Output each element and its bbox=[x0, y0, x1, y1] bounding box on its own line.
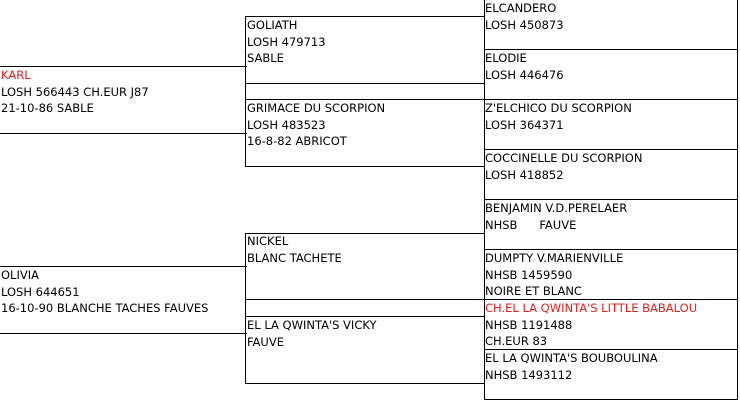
ggp-5-name: BENJAMIN V.D.PERELAER bbox=[485, 201, 628, 215]
ggp-8-registration: NHSB 1493112 bbox=[485, 367, 573, 382]
ggp-box-3: Z'ELCHICO DU SCORPION LOSH 364371 bbox=[484, 100, 738, 150]
ggp-1-registration: LOSH 450873 bbox=[485, 17, 564, 32]
divider bbox=[0, 133, 247, 134]
ggp-3-registration: LOSH 364371 bbox=[485, 117, 564, 132]
ggp-4-name: COCCINELLE DU SCORPION bbox=[485, 151, 643, 165]
dam-birth-color: 16-10-90 BLANCHE TACHES FAUVES bbox=[1, 301, 209, 315]
dam-dam-color: FAUVE bbox=[247, 334, 284, 349]
ggp-7-registration: NHSB 1191488 bbox=[485, 317, 573, 332]
dam-name: OLIVIA bbox=[1, 268, 39, 282]
divider bbox=[245, 299, 485, 300]
divider bbox=[484, 399, 738, 400]
sire-dam-box: GRIMACE DU SCORPION LOSH 483523 16-8-82 … bbox=[246, 100, 485, 167]
divider bbox=[245, 383, 485, 384]
dam-sire-name: NICKEL bbox=[247, 234, 289, 248]
ggp-box-6: DUMPTY V.MARIENVILLE NHSB 1459590 NOIRE … bbox=[484, 250, 738, 300]
dam-sire-color: BLANC TACHETE bbox=[247, 250, 342, 265]
divider bbox=[245, 233, 485, 234]
dam-dam-box: EL LA QWINTA'S VICKY FAUVE bbox=[246, 317, 485, 384]
divider bbox=[484, 249, 738, 250]
sire-box: KARL LOSH 566443 CH.EUR J87 21-10-86 SAB… bbox=[0, 67, 246, 134]
sire-sire-registration: LOSH 479713 bbox=[247, 34, 326, 49]
divider bbox=[484, 0, 485, 400]
ggp-box-2: ELODIE LOSH 446476 bbox=[484, 50, 738, 100]
sire-dam-name: GRIMACE DU SCORPION bbox=[247, 101, 386, 115]
ggp-4-registration: LOSH 418852 bbox=[485, 167, 564, 182]
dam-dam-name: EL LA QWINTA'S VICKY bbox=[247, 318, 377, 332]
ggp-7-name: CH.EL LA QWINTA'S LITTLE BABALOU bbox=[485, 301, 698, 315]
divider bbox=[0, 266, 247, 267]
sire-name: KARL bbox=[1, 68, 31, 82]
divider bbox=[245, 83, 485, 84]
ggp-2-name: ELODIE bbox=[485, 51, 527, 65]
ggp-7-title: CH.EUR 83 bbox=[485, 334, 548, 348]
ggp-box-4: COCCINELLE DU SCORPION LOSH 418852 bbox=[484, 150, 738, 200]
ggp-2-registration: LOSH 446476 bbox=[485, 67, 564, 82]
ggp-6-color: NOIRE ET BLANC bbox=[485, 284, 582, 298]
sire-birth-color: 21-10-86 SABLE bbox=[1, 101, 94, 115]
dam-registration: LOSH 644651 bbox=[1, 284, 80, 299]
divider bbox=[484, 299, 738, 300]
divider bbox=[245, 233, 246, 384]
divider bbox=[484, 199, 738, 200]
sire-dam-birth-color: 16-8-82 ABRICOT bbox=[247, 134, 347, 148]
ggp-3-name: Z'ELCHICO DU SCORPION bbox=[485, 101, 632, 115]
divider bbox=[484, 99, 738, 100]
ggp-6-registration: NHSB 1459590 bbox=[485, 267, 573, 282]
divider bbox=[737, 0, 738, 400]
dam-box: OLIVIA LOSH 644651 16-10-90 BLANCHE TACH… bbox=[0, 267, 246, 334]
ggp-1-name: ELCANDERO bbox=[485, 1, 557, 15]
sire-registration: LOSH 566443 CH.EUR J87 bbox=[1, 84, 149, 99]
sire-sire-name: GOLIATH bbox=[247, 18, 298, 32]
divider bbox=[0, 333, 247, 334]
divider bbox=[0, 66, 247, 67]
divider bbox=[245, 99, 485, 100]
divider bbox=[245, 16, 485, 17]
divider bbox=[245, 166, 485, 167]
divider bbox=[484, 349, 738, 350]
divider bbox=[484, 49, 738, 50]
ggp-box-5: BENJAMIN V.D.PERELAER NHSB FAUVE bbox=[484, 200, 738, 250]
sire-sire-box: GOLIATH LOSH 479713 SABLE bbox=[246, 17, 485, 84]
ggp-box-1: ELCANDERO LOSH 450873 bbox=[484, 0, 738, 50]
ggp-box-8: EL LA QWINTA'S BOUBOULINA NHSB 1493112 bbox=[484, 350, 738, 400]
ggp-6-name: DUMPTY V.MARIENVILLE bbox=[485, 251, 624, 265]
dam-sire-box: NICKEL BLANC TACHETE bbox=[246, 233, 485, 300]
ggp-8-name: EL LA QWINTA'S BOUBOULINA bbox=[485, 351, 658, 365]
ggp-box-7: CH.EL LA QWINTA'S LITTLE BABALOU NHSB 11… bbox=[484, 300, 738, 350]
divider bbox=[484, 149, 738, 150]
sire-dam-registration: LOSH 483523 bbox=[247, 117, 326, 132]
sire-sire-color: SABLE bbox=[247, 51, 284, 65]
divider bbox=[245, 16, 246, 167]
divider bbox=[245, 316, 485, 317]
ggp-5-registration: NHSB FAUVE bbox=[485, 217, 577, 232]
